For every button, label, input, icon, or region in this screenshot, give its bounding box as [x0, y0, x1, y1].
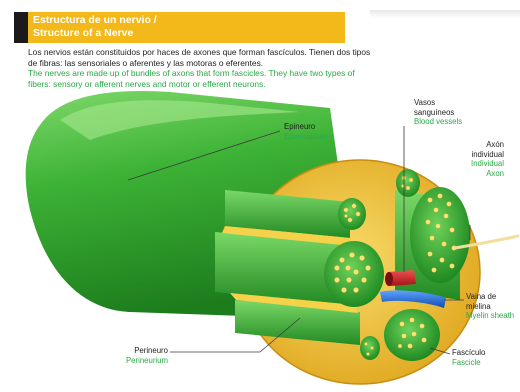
label-vasos: Vasos sanguíneos Blood vessels [414, 98, 462, 127]
label-epineuro-es: Epineuro [284, 122, 328, 132]
label-perineuro-en: Perineurium [112, 356, 168, 366]
fascicle-top-center [396, 169, 420, 197]
label-epineuro: Epineuro Epineuurium [284, 122, 328, 141]
label-axon: Axón individual Individual Axon [468, 140, 504, 178]
label-fasciculo: Fascículo Fascicle [452, 348, 485, 367]
label-perineuro-es: Perineuro [112, 346, 168, 356]
blood-vessel-end [385, 272, 393, 286]
label-vasos-es2: sanguíneos [414, 108, 462, 118]
fascicle-bottom-left [360, 336, 380, 360]
label-axon-en2: Axon [468, 169, 504, 179]
label-fasciculo-en: Fascicle [452, 358, 485, 368]
fascicle-top-small [338, 198, 366, 230]
label-fasciculo-es: Fascículo [452, 348, 485, 358]
label-axon-es1: Axón [468, 140, 504, 150]
label-axon-en1: Individual [468, 159, 504, 169]
label-vaina-en: Myelin sheath [466, 311, 514, 321]
label-perineuro: Perineuro Perineurium [112, 346, 168, 365]
label-vaina: Vaina de mielina Myelin sheath [466, 292, 514, 321]
label-axon-es2: individual [468, 150, 504, 160]
label-vaina-es2: mielina [466, 302, 514, 312]
label-vasos-es1: Vasos [414, 98, 462, 108]
label-epineuro-en: Epineuurium [284, 132, 328, 142]
label-vasos-en: Blood vessels [414, 117, 462, 127]
fascicle-right-large [410, 187, 470, 283]
label-vaina-es1: Vaina de [466, 292, 514, 302]
fascicle-main-center [324, 241, 384, 307]
